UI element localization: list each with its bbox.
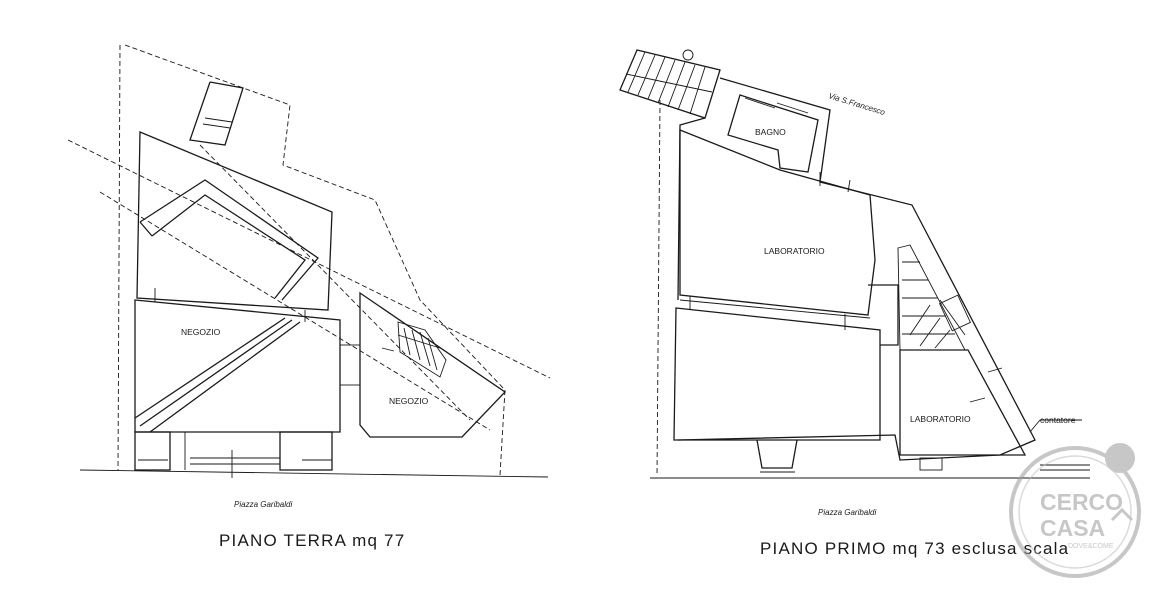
first-room-label-lab-1: LABORATORIO: [764, 246, 825, 256]
meter-label: contatore: [1040, 415, 1076, 425]
first-street-label-top: Via S.Francesco: [827, 91, 886, 117]
watermark-tagline: DOVE&COME: [1068, 543, 1114, 550]
first-street-label: Piazza Garibaldi: [818, 508, 876, 517]
watermark-logo: CERCO CASA DOVE&COME: [1009, 443, 1141, 578]
watermark-line1: CERCO: [1040, 489, 1123, 515]
ground-street-label: Piazza Garibaldi: [234, 500, 292, 509]
ground-room-label-shop-2: NEGOZIO: [389, 396, 429, 406]
first-room-label-lab-2: LABORATORIO: [910, 414, 971, 424]
first-room-label-bathroom: BAGNO: [755, 127, 786, 137]
ground-floor-plan: NEGOZIO NEGOZIO Piazza Garibaldi PIANO T…: [67, 44, 551, 550]
first-floor-title: PIANO PRIMO mq 73 esclusa scala: [760, 539, 1069, 558]
ground-room-label-shop-1: NEGOZIO: [181, 327, 221, 337]
ground-floor-title: PIANO TERRA mq 77: [219, 531, 405, 550]
watermark-line2: CASA: [1040, 515, 1105, 541]
